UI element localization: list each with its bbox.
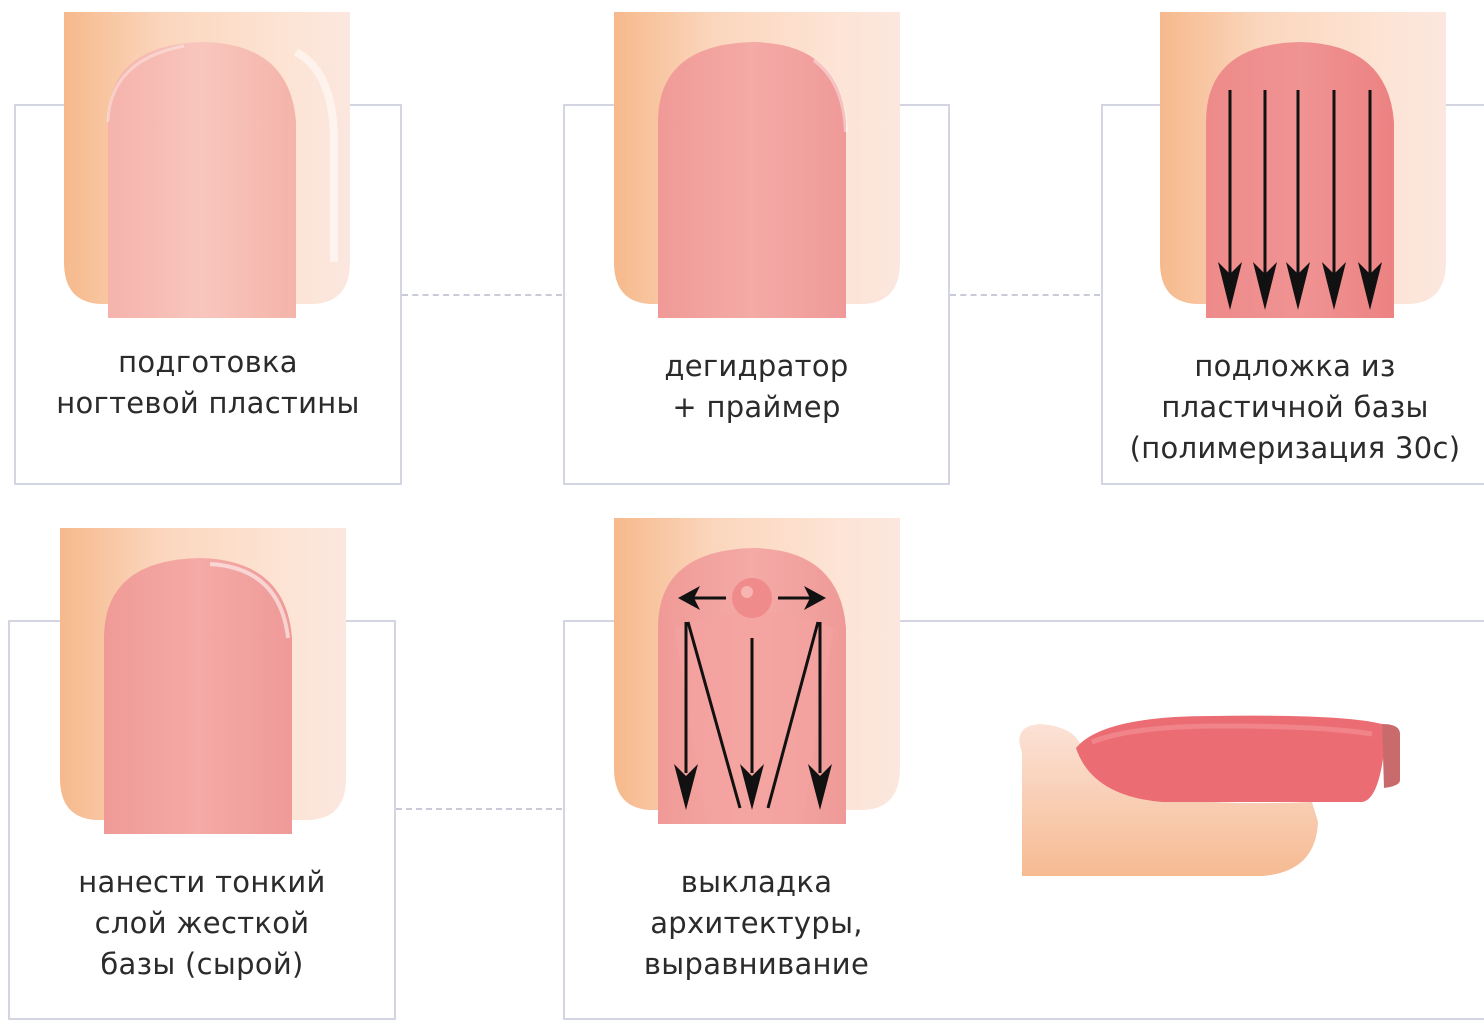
caption-line: слой жесткой	[18, 903, 386, 944]
step-3-caption: подложка из пластичной базы (полимеризац…	[1106, 346, 1484, 469]
caption-line: подготовка	[24, 342, 392, 383]
step-2-caption: дегидратор + праймер	[573, 346, 940, 428]
nail-plate-icon	[64, 12, 350, 318]
nail-side-profile-icon	[1012, 712, 1404, 888]
caption-line: подложка из	[1106, 346, 1484, 387]
caption-line: базы (сырой)	[18, 944, 386, 985]
caption-line: выравнивание	[573, 944, 940, 985]
primed-nail-icon	[614, 12, 900, 318]
caption-line: (полимеризация 30с)	[1106, 428, 1484, 469]
nail-downward-arrows-icon	[1160, 12, 1446, 318]
caption-line: выкладка	[573, 862, 940, 903]
step-1-caption: подготовка ногтевой пластины	[24, 342, 392, 424]
caption-line: нанести тонкий	[18, 862, 386, 903]
caption-line: + праймер	[573, 387, 940, 428]
step-5-caption: выкладка архитектуры, выравнивание	[573, 862, 940, 985]
caption-line: пластичной базы	[1106, 387, 1484, 428]
caption-line: архитектуры,	[573, 903, 940, 944]
connector-line	[402, 294, 562, 296]
caption-line: ногтевой пластины	[24, 383, 392, 424]
architecture-arrows-icon	[614, 518, 900, 824]
hard-base-nail-icon	[60, 528, 346, 834]
step-4-caption: нанести тонкий слой жесткой базы (сырой)	[18, 862, 386, 985]
connector-line	[396, 808, 562, 810]
caption-line: дегидратор	[573, 346, 940, 387]
connector-line	[950, 294, 1100, 296]
